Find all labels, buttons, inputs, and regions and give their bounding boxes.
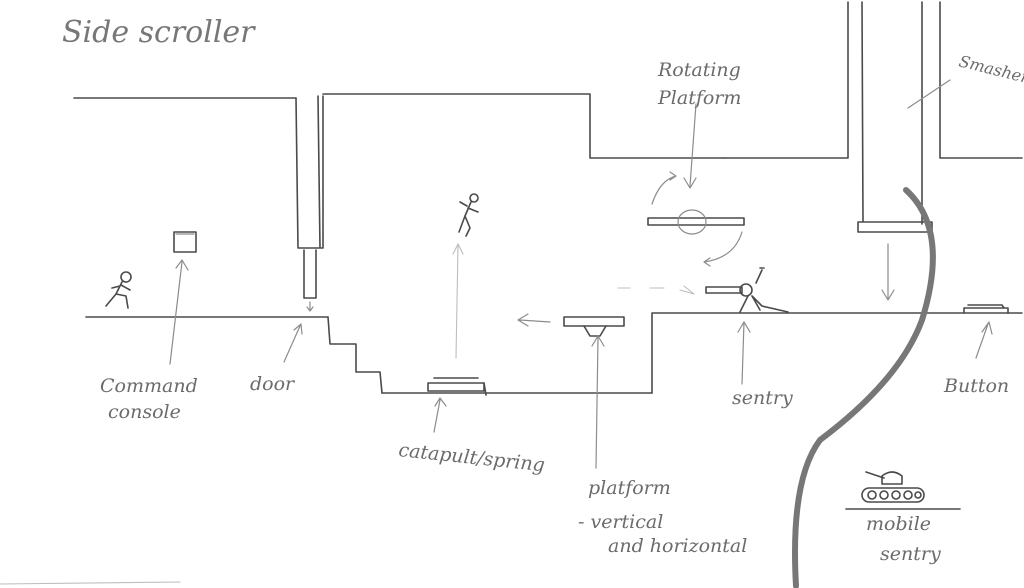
arrow-command-console-icon [169,259,189,365]
label-command: Command [100,375,198,397]
floor-right [651,312,1023,394]
smasher-shaft [857,1,933,233]
arrow-smasher-drop-icon [881,243,895,301]
pillar-left [295,95,324,249]
arrow-door-icon [283,323,303,363]
label-console: console [108,401,181,423]
door-shape [303,249,317,299]
player-figure-icon [105,271,132,309]
label-sentry: sentry [732,387,793,409]
stairs [327,316,383,394]
door-arrow-icon [306,301,314,312]
label-button: Button [943,375,1009,397]
title: Side scroller [62,15,256,50]
section-divider-stroke [792,187,936,588]
command-console-icon [173,231,197,253]
right-wall [939,1,1023,159]
label-platform-horizontal: and horizontal [608,535,747,557]
arrow-sentry-icon [737,321,751,385]
moving-platform-icon [563,316,625,337]
stray-line [0,581,181,585]
arrow-platform-motion-icon [517,313,551,327]
label-mobile-sentry: sentry [880,543,941,565]
rotating-platform-icon [647,171,745,267]
label-mobile: mobile [866,513,931,535]
catapult-spring-icon [427,377,487,396]
arrow-platform-icon [591,335,605,469]
sentry-figure-icon [617,267,789,313]
label-platform-rot: Platform [657,87,741,109]
arrow-smasher-icon [907,79,951,109]
label-platform-vertical: - vertical [578,511,663,533]
arrow-catapult-launch-icon [452,242,464,359]
jumping-figure-icon [458,193,479,237]
mobile-sentry-tank-icon [845,471,961,510]
ceiling-mid [322,93,725,159]
label-platform: platform [588,477,671,499]
pointer-arrows [169,79,993,469]
arrow-rotating-platform-icon [683,103,697,189]
rotate-arrow-bottom-icon [703,231,743,267]
label-catapult: catapult/spring [397,439,545,476]
arrow-catapult-icon [433,397,447,433]
button-device-icon [963,304,1009,314]
ceiling-right [723,1,849,159]
label-smasher: Smasher [957,51,1024,87]
rotate-arrow-top-icon [651,171,677,205]
label-door: door [250,373,296,395]
label-rotating: Rotating [657,59,741,81]
arrow-button-icon [975,321,993,359]
